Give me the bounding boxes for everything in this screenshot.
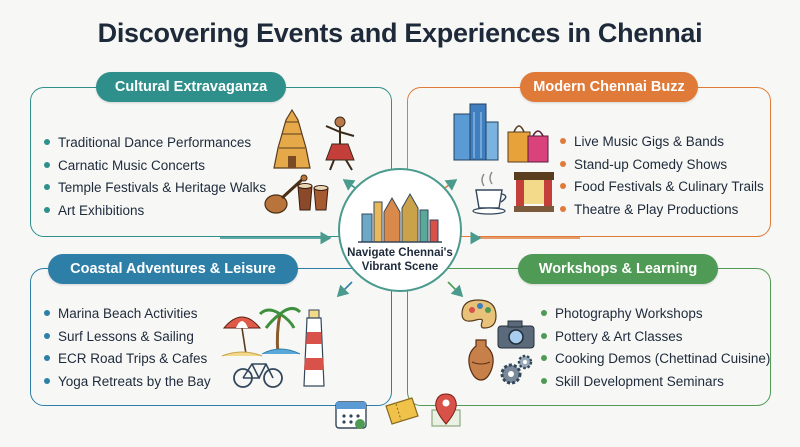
- bicycle-icon: [233, 363, 283, 388]
- list-item: Photography Workshops: [541, 303, 770, 326]
- list-item: Traditional Dance Performances: [44, 132, 266, 155]
- modern-title-pill: Modern Chennai Buzz: [520, 72, 698, 102]
- skyscraper-icon: [453, 103, 499, 161]
- list-item: Carnatic Music Concerts: [44, 155, 266, 178]
- palette-icon: [461, 299, 497, 329]
- list-item: Art Exhibitions: [44, 200, 266, 223]
- workshops-title-pill: Workshops & Learning: [518, 254, 718, 284]
- stage-icon: [514, 172, 554, 212]
- list-item: Food Festivals & Culinary Trails: [560, 176, 764, 199]
- gears-icon: [500, 354, 533, 385]
- list-item: Yoga Retreats by the Bay: [44, 371, 211, 394]
- cultural-list: Traditional Dance Performances Carnatic …: [44, 132, 266, 222]
- list-item: Theatre & Play Productions: [560, 199, 764, 222]
- pottery-vase-icon: [468, 339, 494, 381]
- cultural-title-pill: Cultural Extravaganza: [96, 72, 286, 102]
- veena-icon: [264, 174, 308, 214]
- list-item: Stand-up Comedy Shows: [560, 154, 764, 177]
- calendar-icon: [335, 401, 367, 429]
- temple-gopuram-icon: [273, 108, 311, 169]
- workshops-list: Photography Workshops Pottery & Art Clas…: [541, 303, 770, 393]
- city-skyline-icon: [358, 192, 442, 243]
- dancer-icon: [325, 116, 355, 171]
- list-item: Skill Development Seminars: [541, 371, 770, 394]
- list-item: Cooking Demos (Chettinad Cuisine): [541, 348, 770, 371]
- lighthouse-icon: [303, 309, 325, 387]
- list-item: Surf Lessons & Sailing: [44, 326, 211, 349]
- list-item: ECR Road Trips & Cafes: [44, 348, 211, 371]
- location-pin-icon: [431, 393, 461, 427]
- coastal-list: Marina Beach Activities Surf Lessons & S…: [44, 303, 211, 393]
- drum-icon: [297, 183, 329, 211]
- list-item: Marina Beach Activities: [44, 303, 211, 326]
- coastal-title-pill: Coastal Adventures & Leisure: [48, 254, 298, 284]
- list-item: Pottery & Art Classes: [541, 326, 770, 349]
- list-item: Temple Festivals & Heritage Walks: [44, 177, 266, 200]
- ticket-icon: [385, 397, 419, 425]
- palm-tree-icon: [258, 307, 302, 355]
- camera-icon: [497, 320, 535, 349]
- page-title: Discovering Events and Experiences in Ch…: [97, 18, 703, 48]
- modern-list: Live Music Gigs & Bands Stand-up Comedy …: [560, 131, 764, 221]
- shopping-bags-icon: [507, 125, 549, 163]
- list-item: Live Music Gigs & Bands: [560, 131, 764, 154]
- coffee-cup-icon: [472, 171, 507, 215]
- umbrella-icon: [221, 316, 263, 357]
